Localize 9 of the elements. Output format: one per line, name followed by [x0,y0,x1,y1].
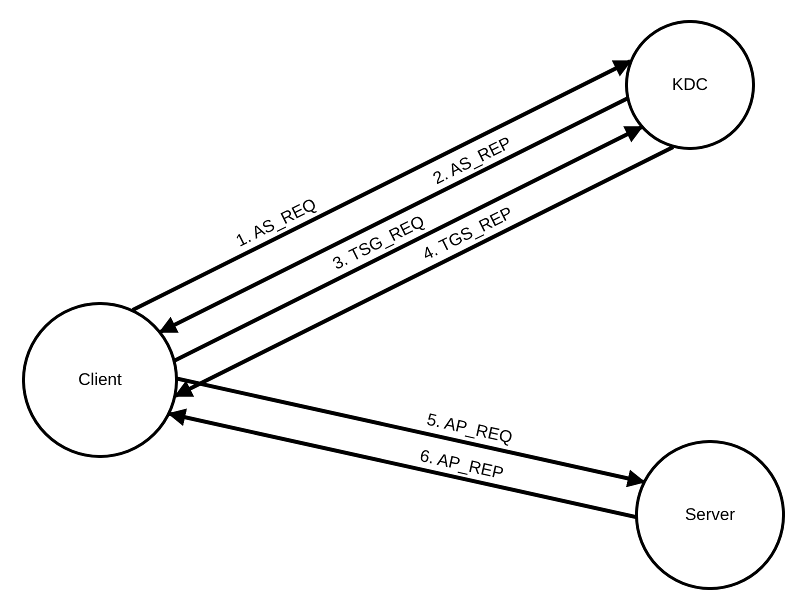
arrow [174,145,674,398]
arrow [176,376,646,488]
node-label: KDC [672,75,708,95]
arrow [167,408,636,520]
arrow [158,96,628,334]
arrow [132,59,632,312]
node-label: Server [684,505,736,525]
node-label: Client [78,370,122,390]
arrow [174,125,644,362]
